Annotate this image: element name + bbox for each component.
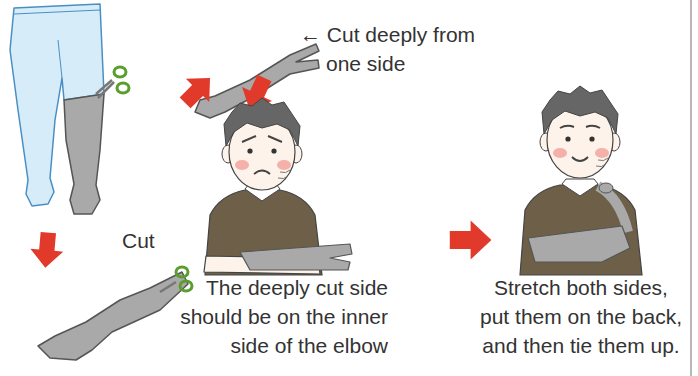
step-label: Cut	[122, 226, 155, 255]
leg-piece	[38, 272, 188, 360]
shirt	[520, 185, 642, 275]
scissor-handle	[180, 281, 192, 291]
mouth	[572, 157, 588, 161]
scissor-blade	[98, 82, 114, 98]
eyebrows	[242, 136, 282, 142]
eye	[565, 136, 570, 141]
flow-arrow	[450, 221, 492, 260]
seam-line	[58, 40, 62, 78]
collar	[562, 179, 598, 196]
head	[540, 86, 620, 178]
waistband	[14, 10, 100, 14]
head	[222, 98, 302, 190]
mouth	[254, 171, 270, 175]
eye	[247, 148, 252, 153]
eye	[271, 148, 276, 153]
cheek	[553, 148, 567, 158]
scissor-handle	[176, 267, 188, 277]
wrinkles	[596, 158, 608, 167]
arm-sling	[528, 226, 630, 262]
flow-arrow	[29, 231, 65, 269]
cheek	[595, 148, 609, 158]
cheek	[235, 160, 249, 170]
sad-man	[204, 98, 352, 275]
happy-man	[520, 86, 642, 275]
scissor-handle	[114, 67, 126, 77]
split-leg-piece	[240, 244, 352, 270]
instruction-text: The deeply cut side should be on the inn…	[173, 273, 388, 360]
flow-arrow	[173, 66, 221, 114]
eye	[589, 136, 594, 141]
pointer-note: ← Cut deeply from one side	[300, 20, 501, 78]
instruction-text: Stretch both sides, put them on the back…	[478, 273, 684, 360]
wrinkles	[278, 170, 290, 179]
sling-strap	[598, 186, 628, 232]
scissors	[160, 267, 192, 292]
hair	[224, 98, 300, 146]
cheek	[277, 160, 291, 170]
scissor-handle	[117, 83, 129, 93]
scissor-blade	[160, 282, 176, 292]
eyebrows	[560, 126, 600, 128]
hair	[542, 86, 618, 134]
tights-leg	[64, 94, 104, 214]
sling-knot	[599, 183, 613, 193]
border-line	[690, 0, 692, 376]
scissors	[96, 67, 129, 98]
